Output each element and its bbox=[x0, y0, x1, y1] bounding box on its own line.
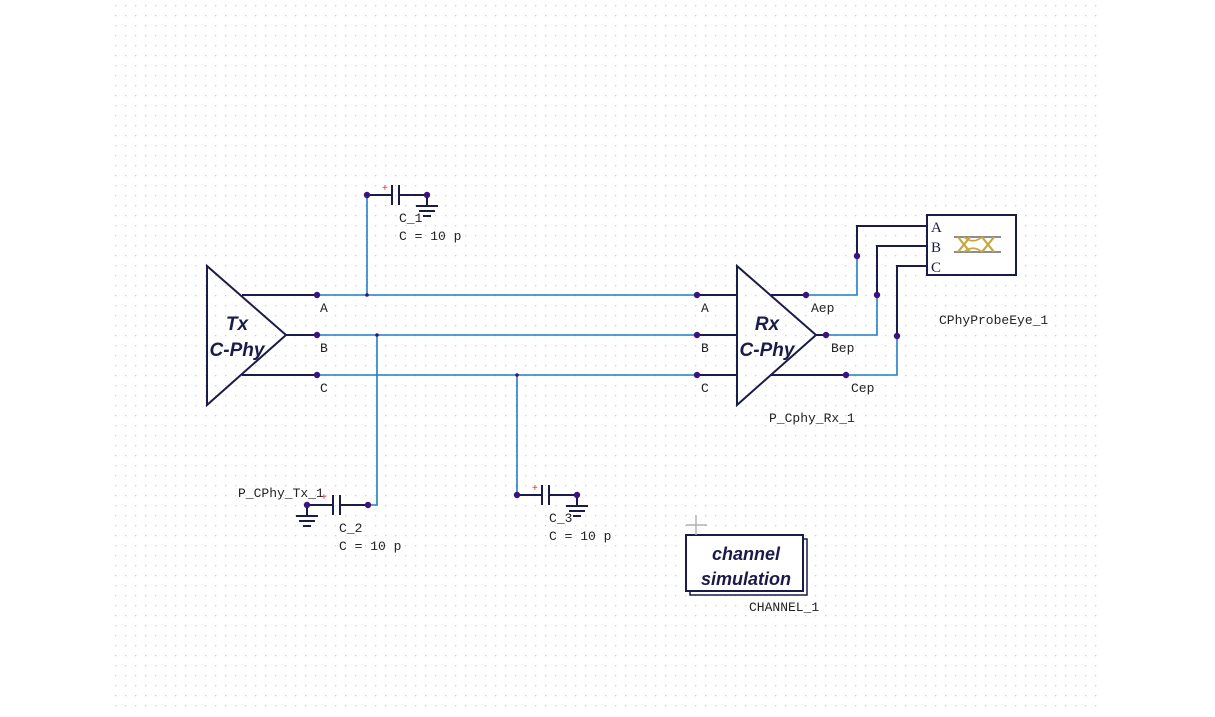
grid-background bbox=[115, 5, 1105, 715]
probe-wires bbox=[856, 225, 927, 336]
channel-simulation-block[interactable]: channel simulation bbox=[685, 534, 808, 596]
tx-subtitle: C-Phy bbox=[210, 340, 266, 361]
placement-crosshair-icon bbox=[686, 515, 707, 535]
tx-cphy-block[interactable]: Tx C-Phy A B C bbox=[206, 263, 328, 408]
rx-subtitle: C-Phy bbox=[740, 340, 796, 361]
probe-pin-a: A bbox=[931, 220, 942, 236]
c2-polarity-mark: + bbox=[321, 492, 327, 503]
rx-title: Rx bbox=[755, 314, 781, 335]
channel-instance-name: CHANNEL_1 bbox=[749, 600, 819, 615]
c2-name: C_2 bbox=[339, 521, 362, 536]
junction-dots bbox=[303, 191, 901, 509]
rx-pin-b: B bbox=[701, 341, 709, 356]
rx-pin-cep: Cep bbox=[851, 381, 874, 396]
eye-diagram-icon bbox=[954, 236, 1001, 253]
probe-pin-b: B bbox=[931, 240, 941, 256]
ground-icon bbox=[296, 505, 318, 527]
capacitor-c3[interactable]: + bbox=[517, 483, 588, 517]
c1-name: C_1 bbox=[399, 211, 423, 226]
rx-pin-bep: Bep bbox=[831, 341, 854, 356]
channel-title: channel bbox=[712, 544, 781, 564]
c3-name: C_3 bbox=[549, 511, 572, 526]
probe-eye-block[interactable]: A B C bbox=[926, 214, 1017, 276]
tx-instance-name: P_CPhy_Tx_1 bbox=[238, 486, 324, 501]
rx-cphy-block[interactable]: Rx C-Phy A B C Aep Bep Cep bbox=[697, 263, 874, 408]
c2-value: C = 10 p bbox=[339, 539, 401, 554]
c3-value: C = 10 p bbox=[549, 529, 611, 544]
rx-pin-c: C bbox=[701, 381, 709, 396]
c3-polarity-mark: + bbox=[532, 483, 538, 494]
rx-pin-a: A bbox=[701, 301, 709, 316]
tx-title: Tx bbox=[226, 314, 250, 335]
c1-value: C = 10 p bbox=[399, 229, 461, 244]
wires bbox=[317, 195, 898, 506]
tx-pin-c: C bbox=[320, 381, 328, 396]
rx-pin-aep: Aep bbox=[811, 301, 834, 316]
c1-polarity-mark: + bbox=[382, 183, 388, 194]
ground-icon bbox=[566, 495, 588, 517]
probe-instance-name: CPhyProbeEye_1 bbox=[939, 313, 1048, 328]
tx-pin-a: A bbox=[320, 301, 328, 316]
tx-pin-b: B bbox=[320, 341, 328, 356]
channel-subtitle: simulation bbox=[701, 569, 791, 589]
capacitor-c2[interactable]: + bbox=[296, 492, 368, 527]
probe-pin-c: C bbox=[931, 260, 941, 276]
rx-instance-name: P_Cphy_Rx_1 bbox=[769, 411, 855, 426]
